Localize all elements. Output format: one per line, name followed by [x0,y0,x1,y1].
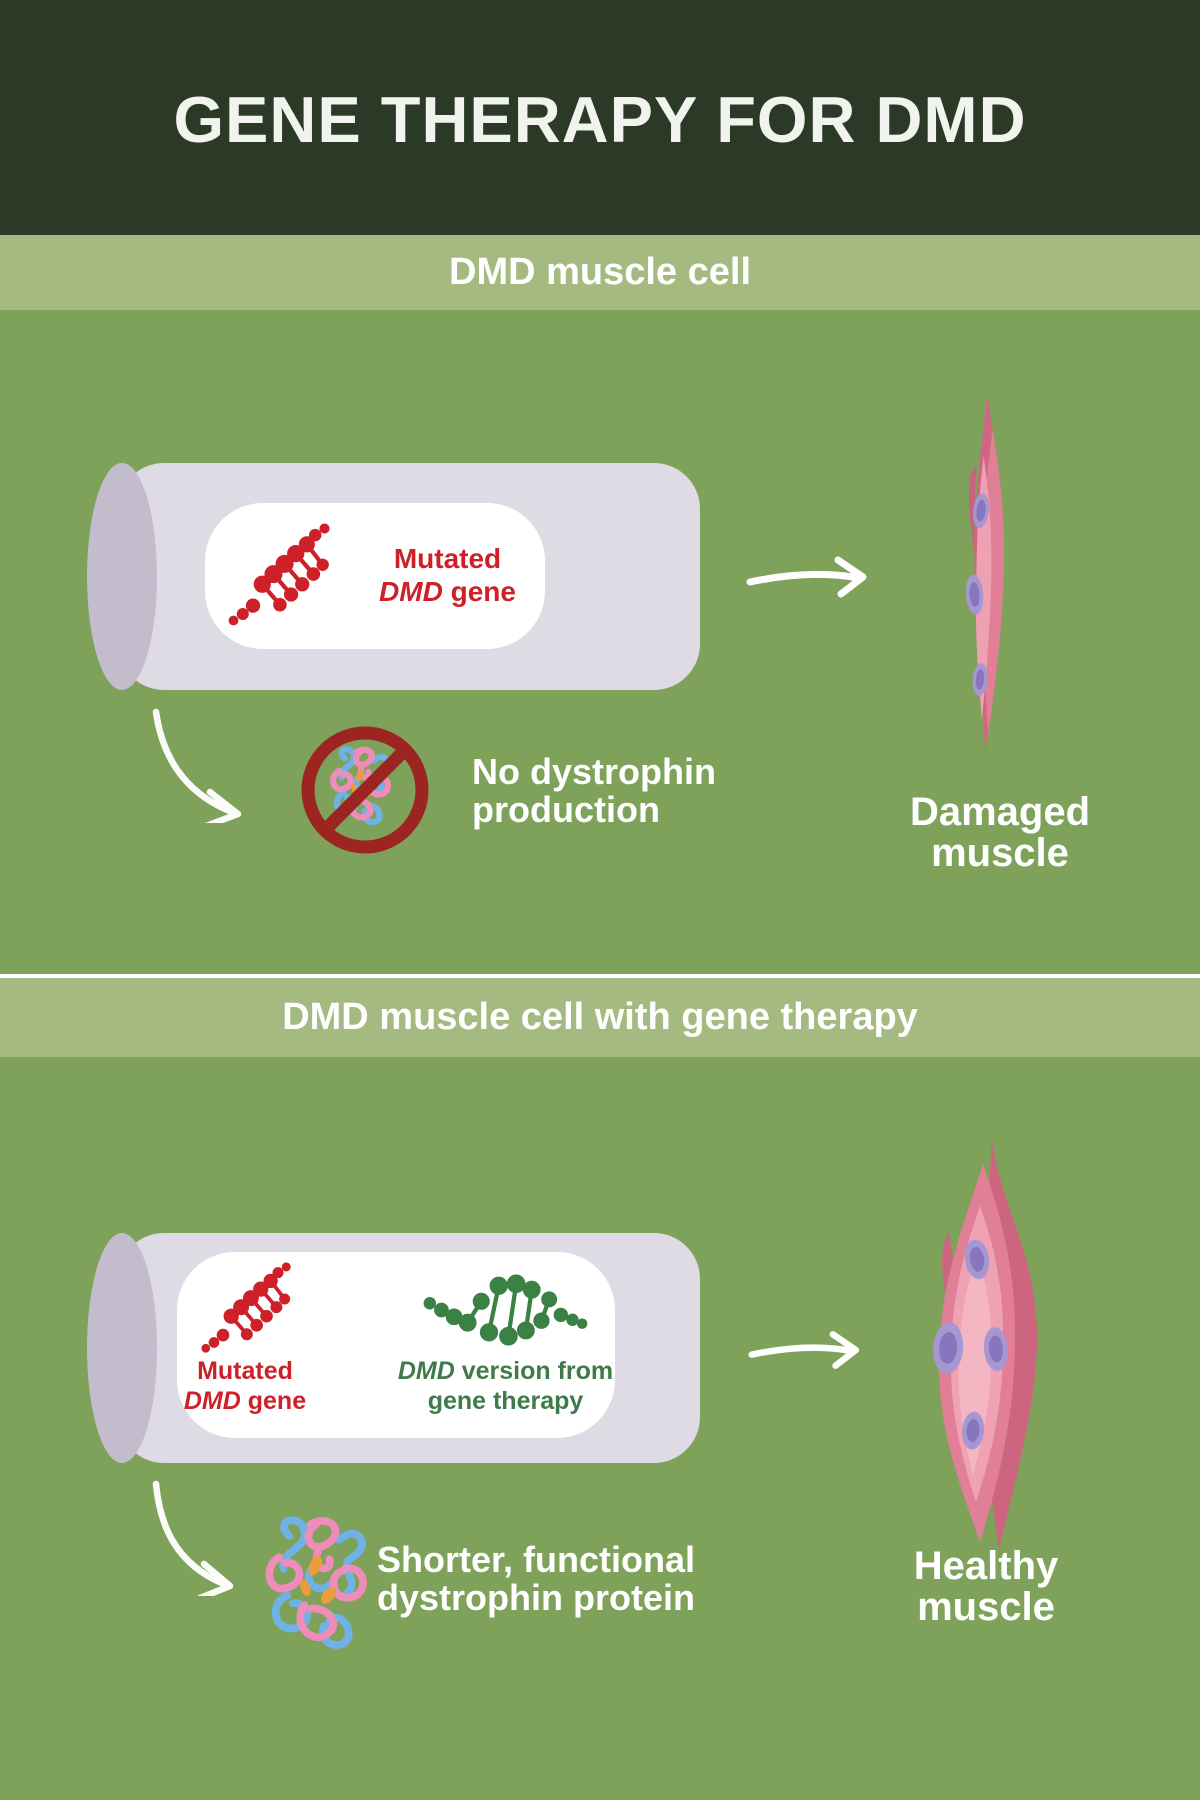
label-line: Shorter, functional [377,1539,696,1580]
label-line: Damaged [909,790,1091,834]
cell-nucleus: Mutated DMD gene DMD [177,1252,615,1438]
therapy-dna-icon [423,1274,588,1346]
label-line: No dystrophin [472,751,716,792]
damaged-muscle-label: Damaged muscle [850,792,1150,874]
page-title: GENE THERAPY FOR DMD [173,83,1027,156]
label-line: gene therapy [427,1387,584,1415]
label-line: Healthy [913,1544,1059,1588]
muscle-cell-cylinder: Mutated DMD gene [85,463,700,690]
label-line: Mutated [393,543,502,574]
curved-arrow-icon [152,708,242,823]
header: GENE THERAPY FOR DMD [0,0,1200,235]
label-line: dystrophin protein [377,1577,695,1618]
section1-band: DMD muscle cell [0,235,1200,310]
label-line: Mutated [197,1357,293,1385]
label-line: production [472,789,660,830]
damaged-muscle-illustration [965,393,1005,756]
mutated-dna-icon [201,1262,291,1353]
therapy-gene-label: DMD version from gene therapy [388,1356,623,1416]
mutated-gene-label: Mutated DMD gene [177,1356,313,1416]
mutated-gene-label: Mutated DMD gene [355,542,540,608]
cylinder-end-cap [87,1233,157,1463]
muscle-cell-cylinder: Mutated DMD gene DMD [85,1233,700,1463]
functional-dystrophin-label: Shorter, functional dystrophin protein [377,1541,695,1617]
label-line: DMD version from [397,1357,614,1385]
label-line: DMD gene [379,576,516,607]
no-dystrophin-label: No dystrophin production [472,753,716,829]
mutated-dna-icon [228,523,330,626]
no-dystrophin-icon [301,726,429,854]
dystrophin-protein-icon [265,1516,367,1649]
label-line: muscle [917,1585,1055,1629]
label-line: muscle [931,831,1069,875]
cell-nucleus: Mutated DMD gene [205,503,545,649]
cylinder-end-cap [87,463,157,690]
arrow-right-icon [746,556,867,598]
healthy-muscle-label: Healthy muscle [836,1546,1136,1628]
section1-band-title: DMD muscle cell [449,251,751,293]
section2-band: DMD muscle cell with gene therapy [0,978,1200,1057]
section-divider [0,974,1200,978]
arrow-right-icon [748,1331,860,1369]
section2-band-title: DMD muscle cell with gene therapy [282,996,918,1038]
label-line: DMD gene [183,1387,307,1415]
healthy-muscle-illustration [933,1139,1038,1551]
curved-arrow-icon [152,1480,234,1596]
